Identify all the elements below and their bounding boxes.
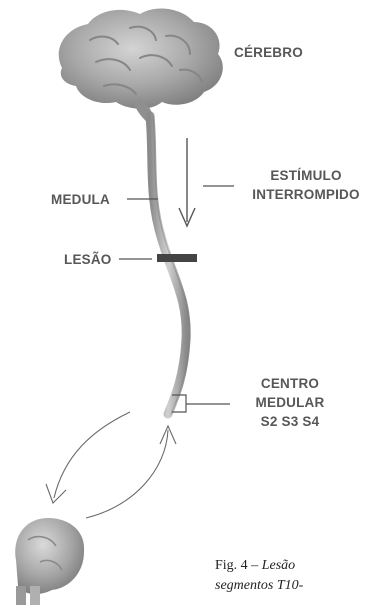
stimulus-arrow (179, 138, 195, 226)
caption-line1-prefix: Fig. 4 – (215, 558, 262, 573)
lesion-bar (157, 254, 197, 262)
label-stimulus-line2: INTERROMPIDO (236, 185, 376, 204)
caption-line2: segmentos T10- (215, 576, 303, 596)
center-medular-bracket (172, 395, 230, 412)
label-cerebro: CÉREBRO (234, 43, 303, 62)
label-center-line2: MEDULAR (240, 393, 340, 412)
label-lesao: LESÃO (64, 250, 112, 269)
figure-caption: Fig. 4 – Lesão segmentos T10- (215, 556, 303, 596)
caption-line1: Fig. 4 – Lesão (215, 556, 303, 576)
label-center-line1: CENTRO (240, 374, 340, 393)
bladder-image (15, 518, 84, 605)
label-center-line3: S2 S3 S4 (240, 412, 340, 431)
brain-image (59, 8, 223, 126)
label-stimulus-line1: ESTÍMULO (236, 166, 376, 185)
label-center-medular: CENTRO MEDULAR S2 S3 S4 (240, 374, 340, 431)
caption-line1-italic: Lesão (262, 558, 295, 573)
spinal-cord (150, 116, 186, 414)
label-medula: MEDULA (51, 190, 110, 209)
label-stimulus: ESTÍMULO INTERROMPIDO (236, 166, 376, 204)
reflex-arrows (46, 412, 176, 518)
